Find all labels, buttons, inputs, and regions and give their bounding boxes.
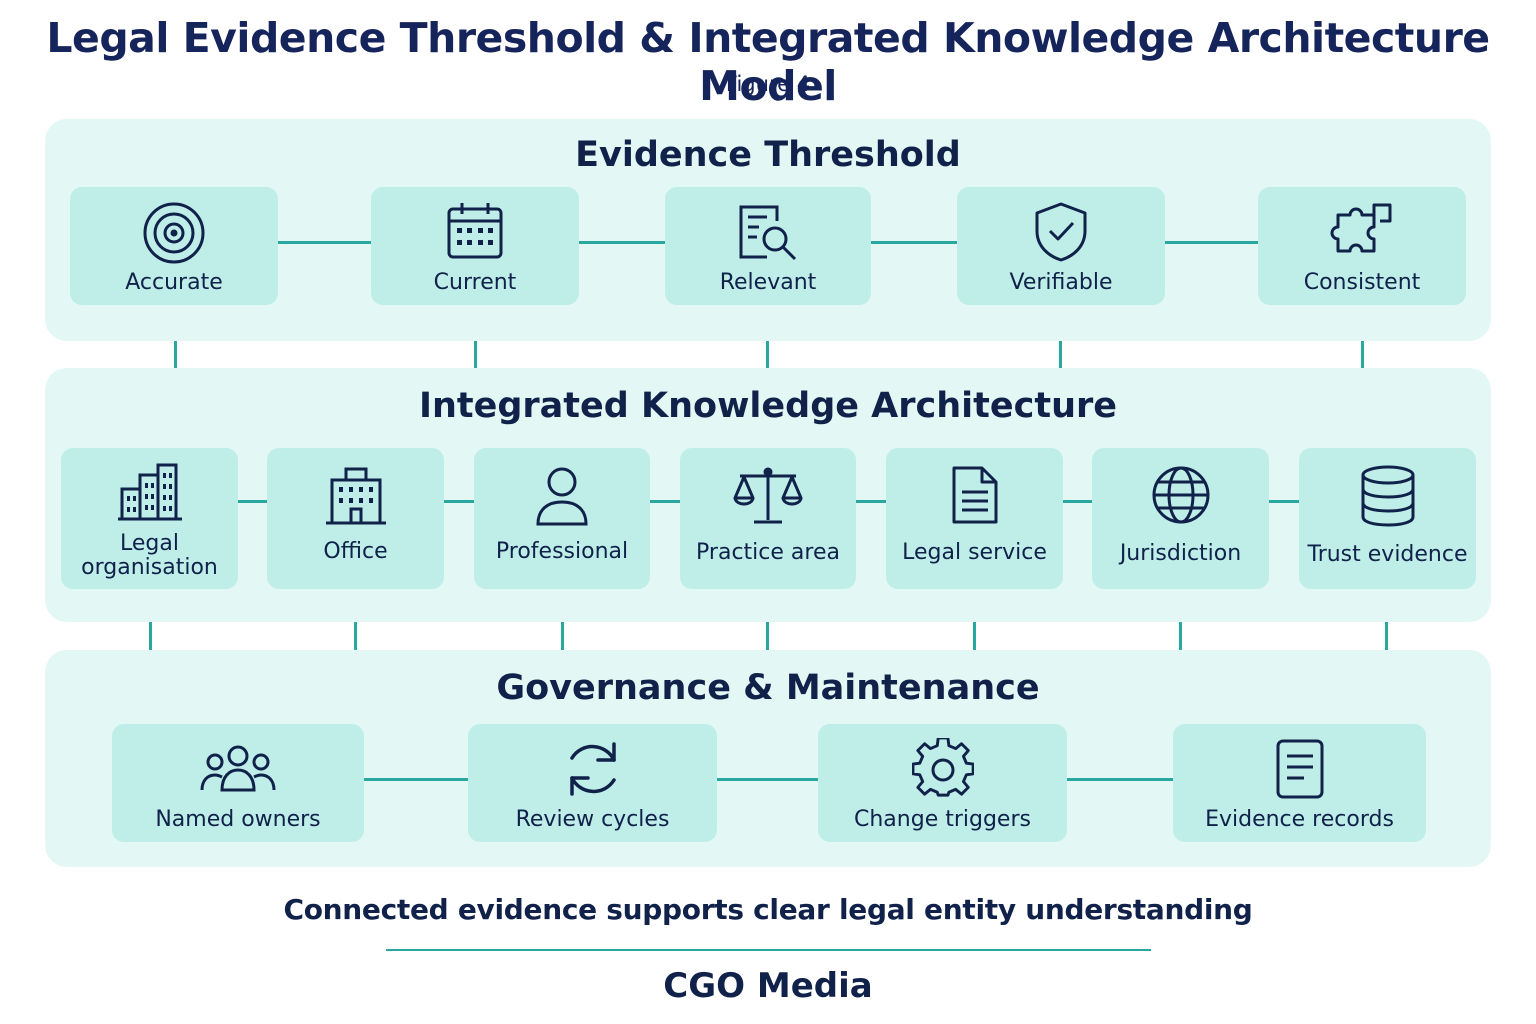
criterion-current: Current — [371, 187, 579, 305]
footer-divider — [386, 949, 1151, 951]
criterion-accurate: Accurate — [70, 187, 278, 305]
connector-line — [277, 241, 373, 244]
connector-line — [1165, 241, 1259, 244]
entity-professional: Professional — [474, 448, 650, 589]
connector-line — [1269, 500, 1299, 503]
scales-icon — [732, 464, 804, 526]
entity-office: Office — [267, 448, 444, 589]
connector-line — [579, 241, 665, 244]
globe-icon — [1150, 464, 1212, 526]
panel-title: Governance & Maintenance — [496, 668, 1040, 708]
governance-label: Named owners — [155, 807, 321, 832]
criterion-label: Verifiable — [1009, 270, 1113, 295]
connector-line — [717, 778, 818, 781]
criterion-consistent: Consistent — [1258, 187, 1466, 305]
shield-check-icon — [1032, 201, 1090, 263]
governance-change-triggers: Change triggers — [818, 724, 1067, 842]
entity-label: Practice area — [696, 540, 840, 565]
entity-trust-evidence: Trust evidence — [1299, 448, 1476, 589]
puzzle-icon — [1330, 201, 1394, 265]
governance-label: Evidence records — [1205, 807, 1394, 832]
calendar-icon — [445, 201, 505, 261]
entity-label: Legal service — [902, 540, 1047, 565]
connector-line — [1067, 778, 1173, 781]
entity-label: Jurisdiction — [1119, 541, 1242, 566]
database-icon — [1359, 464, 1417, 528]
document-icon — [950, 464, 1000, 526]
brand-name: CGO Media — [663, 966, 873, 1006]
governance-label: Change triggers — [854, 807, 1031, 832]
connector-line — [238, 500, 268, 503]
criterion-relevant: Relevant — [665, 187, 871, 305]
connector-line — [871, 241, 957, 244]
criterion-verifiable: Verifiable — [957, 187, 1165, 305]
entity-practice-area: Practice area — [680, 448, 856, 589]
governance-label: Review cycles — [515, 807, 670, 832]
entity-jurisdiction: Jurisdiction — [1092, 448, 1269, 589]
person-icon — [533, 466, 591, 528]
criterion-label: Relevant — [719, 270, 817, 295]
criterion-label: Accurate — [125, 270, 223, 295]
page-title: Legal Evidence Threshold & Integrated Kn… — [46, 14, 1490, 110]
governance-named-owners: Named owners — [112, 724, 364, 842]
evidence-threshold-panel: Evidence Threshold Accurate Current — [45, 119, 1491, 341]
governance-evidence-records: Evidence records — [1173, 724, 1426, 842]
entity-label: Trust evidence — [1307, 542, 1468, 567]
connector-line — [650, 500, 680, 503]
entity-legal-service: Legal service — [886, 448, 1063, 589]
record-icon — [1274, 738, 1326, 800]
connector-line — [364, 778, 468, 781]
criterion-label: Current — [433, 270, 517, 295]
tagline: Connected evidence supports clear legal … — [283, 893, 1253, 926]
entity-label: Office — [323, 539, 388, 564]
entity-label: Legal organisation — [81, 531, 218, 580]
buildings-icon — [116, 461, 184, 523]
group-icon — [200, 744, 276, 794]
gear-icon — [911, 738, 974, 800]
governance-review-cycles: Review cycles — [468, 724, 717, 842]
target-icon — [142, 201, 206, 265]
connector-line — [1063, 500, 1093, 503]
panel-title: Integrated Knowledge Architecture — [418, 386, 1118, 426]
office-building-icon — [324, 466, 388, 526]
entity-legal-organisation: Legal organisation — [61, 448, 238, 589]
document-search-icon — [737, 201, 799, 263]
knowledge-architecture-panel: Integrated Knowledge Architecture Legal … — [45, 368, 1491, 622]
panel-title: Evidence Threshold — [575, 135, 961, 175]
connector-line — [444, 500, 474, 503]
criterion-label: Consistent — [1303, 270, 1421, 295]
figure-caption: Figure 4 — [725, 72, 811, 96]
governance-panel: Governance & Maintenance Named owners Re… — [45, 650, 1491, 867]
refresh-icon — [562, 738, 624, 800]
connector-line — [856, 500, 886, 503]
entity-label: Professional — [495, 539, 629, 564]
